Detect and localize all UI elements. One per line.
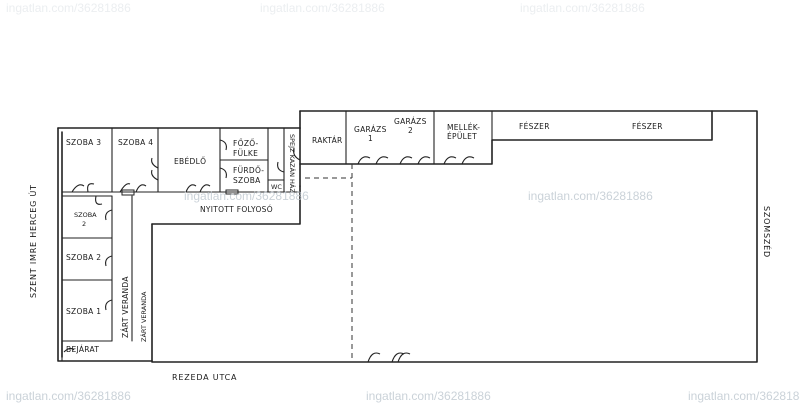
label-fozo: FŐZŐ- xyxy=(233,139,258,148)
label-garazs-1-num: 1 xyxy=(368,134,373,143)
watermark-bottom-2: ingatlan.com/36281886 xyxy=(366,389,491,403)
label-furdo-szoba: SZOBA xyxy=(233,176,261,185)
label-spejz: SPEJZ KAZÁN HÁZ xyxy=(288,134,297,193)
watermark-mid-1: ingatlan.com/36281886 xyxy=(184,189,309,203)
label-fulke: FÜLKE xyxy=(233,149,258,158)
label-szoba-1: SZOBA 1 xyxy=(66,307,101,316)
label-szoba-2-top-num: 2 xyxy=(82,220,86,228)
label-nyitott-folyoso: NYITOTT FOLYOSÓ xyxy=(200,205,273,214)
label-wc: WC xyxy=(271,183,282,191)
label-furdo: FÜRDŐ- xyxy=(233,166,264,175)
watermark-top-1: ingatlan.com/36281886 xyxy=(6,1,131,15)
street-left: SZENT IMRE HERCEG ÚT xyxy=(27,184,38,298)
label-mellek: MELLÉK- xyxy=(447,123,480,132)
label-feszer-2: FÉSZER xyxy=(632,122,663,131)
watermark-bottom-3: ingatlan.com/36281886 xyxy=(688,389,800,403)
label-ebedlo: EBÉDLŐ xyxy=(174,157,206,166)
label-bejarat: BEJÁRAT xyxy=(66,345,99,354)
label-garazs-2-num: 2 xyxy=(408,126,413,135)
street-bottom: REZEDA UTCA xyxy=(172,373,237,382)
label-szoba-4: SZOBA 4 xyxy=(118,138,153,147)
label-szoba-2: SZOBA 2 xyxy=(66,253,101,262)
label-szoba-2-top: SZOBA xyxy=(74,211,97,219)
label-garazs-1: GARÁZS xyxy=(354,125,387,134)
outer-walls xyxy=(57,110,758,363)
window-markers xyxy=(121,189,239,196)
label-garazs-2: GARÁZS xyxy=(394,117,427,126)
label-zart-veranda: ZÁRT VERANDA xyxy=(121,276,130,338)
watermark-top-2: ingatlan.com/36281886 xyxy=(260,1,385,15)
interior-walls xyxy=(61,110,713,362)
label-szoba-3: SZOBA 3 xyxy=(66,138,101,147)
label-feszer-1: FÉSZER xyxy=(519,122,550,131)
label-zart-veranda-2: ZÁRT VERANDA xyxy=(139,291,148,342)
watermark-mid-2: ingatlan.com/36281886 xyxy=(528,189,653,203)
watermark-top-3: ingatlan.com/36281886 xyxy=(520,1,645,15)
watermark-bottom-1: ingatlan.com/36281886 xyxy=(6,389,131,403)
label-epulet: ÉPÜLET xyxy=(447,132,477,141)
doors xyxy=(63,139,475,363)
label-raktar: RAKTÁR xyxy=(312,136,343,145)
street-right: SZOMSZÉD xyxy=(762,206,773,258)
